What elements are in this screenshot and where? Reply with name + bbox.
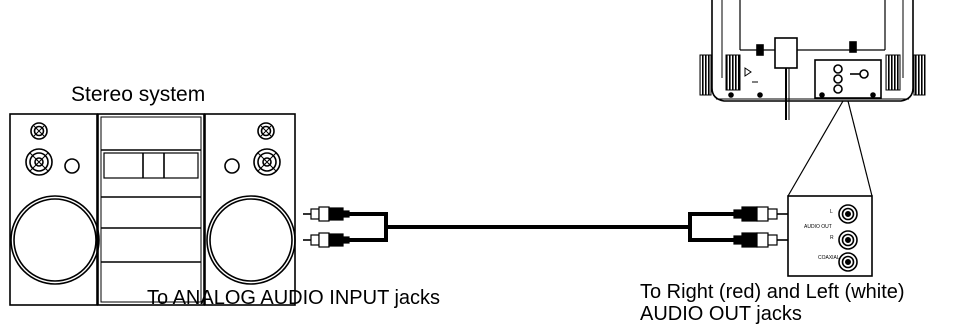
jack-l-label: L: [830, 209, 833, 215]
stereo-system: [9, 113, 296, 306]
jack-panel: [787, 195, 873, 277]
stereo-system-label: Stereo system: [71, 83, 206, 106]
right-speaker: [204, 113, 296, 306]
left-speaker: [9, 113, 100, 306]
jack-r-label: R: [830, 235, 834, 241]
right-rca-plug-bottom: [733, 232, 790, 248]
audio-cable: [349, 212, 734, 242]
jack-audio-out-label: AUDIO OUT: [804, 224, 832, 230]
right-rca-plug-top: [733, 206, 790, 222]
left-rca-plug-top: [303, 206, 350, 222]
right-rca-plugs: [733, 206, 790, 248]
audio-out-caption-line2: AUDIO OUT jacks: [640, 303, 802, 325]
audio-out-caption-line1: To Right (red) and Left (white): [640, 281, 905, 303]
left-rca-plugs: [303, 206, 350, 248]
jack-coaxial-label: COAXIAL: [818, 255, 840, 261]
audio-out-caption: To Right (red) and Left (white) AUDIO OU…: [640, 281, 905, 325]
center-unit: [97, 113, 205, 306]
left-rca-plug-bottom: [303, 232, 350, 248]
zoom-lines: [787, 100, 873, 197]
analog-input-caption: To ANALOG AUDIO INPUT jacks: [147, 287, 441, 309]
tv-back: [699, 0, 926, 120]
